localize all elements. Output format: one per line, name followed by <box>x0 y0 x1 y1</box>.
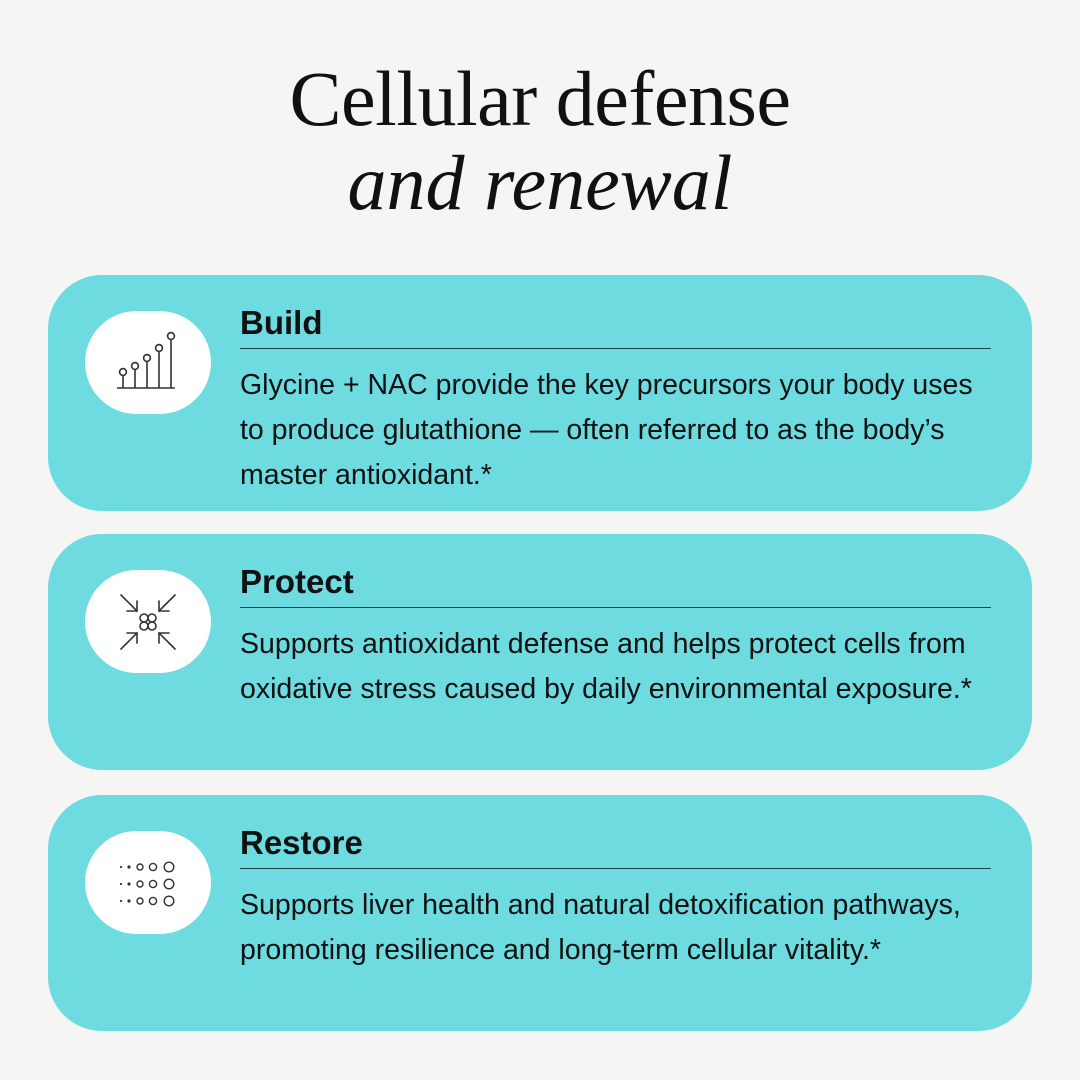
title-line-2: and renewal <box>347 139 733 226</box>
card-heading: Restore <box>240 823 991 869</box>
card-heading: Protect <box>240 562 991 608</box>
dot-grid-icon <box>119 860 175 907</box>
card-heading: Build <box>240 303 991 349</box>
benefit-card-build: Build Glycine + NAC provide the key prec… <box>48 275 1032 511</box>
card-body-text: Glycine + NAC provide the key precursors… <box>240 369 973 491</box>
benefit-card-protect: Protect Supports antioxidant defense and… <box>48 534 1032 770</box>
converging-arrows-icon <box>120 593 176 650</box>
card-body-text: Supports liver health and natural detoxi… <box>240 889 961 966</box>
card-body-text: Supports antioxidant defense and helps p… <box>240 628 972 705</box>
title-line-1: Cellular defense <box>289 55 791 142</box>
page-title: Cellular defense and renewal <box>0 60 1080 222</box>
icon-badge <box>85 311 211 414</box>
icon-badge <box>85 570 211 673</box>
icon-badge <box>85 831 211 934</box>
bar-chart-icon <box>117 331 176 389</box>
benefit-card-restore: Restore Supports liver health and natura… <box>48 795 1032 1031</box>
